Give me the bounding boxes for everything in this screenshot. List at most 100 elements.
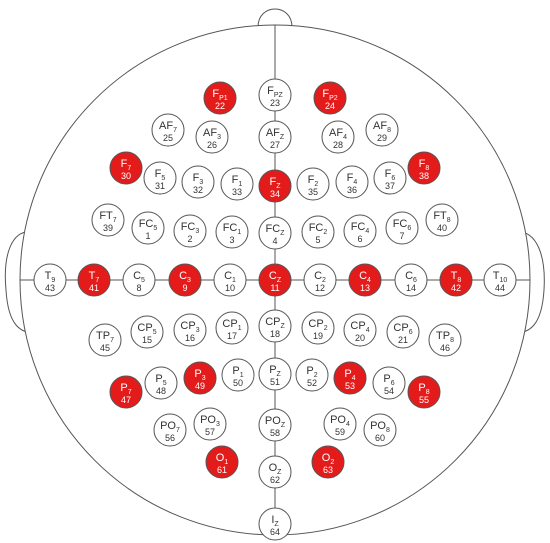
electrode-name: F xyxy=(121,158,128,170)
electrode-number: 58 xyxy=(270,428,280,438)
electrode-circle xyxy=(258,216,292,250)
electrode-subscript: 8 xyxy=(447,217,451,224)
electrode-subscript: PZ xyxy=(274,92,284,99)
electrode-subscript: 9 xyxy=(51,277,55,284)
electrode-name: C xyxy=(405,270,413,282)
electrode-name: PO xyxy=(160,420,176,432)
electrode-number: 47 xyxy=(121,395,131,405)
electrode-label: P1 xyxy=(232,365,243,379)
electrode-label: C1 xyxy=(224,270,236,284)
electrode-label: AF8 xyxy=(373,120,391,134)
electrode-subscript: Z xyxy=(276,183,281,190)
electrode-subscript: 2 xyxy=(314,181,318,188)
electrode-name: P xyxy=(194,368,201,380)
electrode-circle xyxy=(313,81,347,115)
electrode-label: PO8 xyxy=(370,420,390,434)
electrode-number: 15 xyxy=(142,335,152,345)
electrode-number: 3 xyxy=(229,235,234,245)
electrode-name: FC xyxy=(181,221,196,233)
electrode-label: F8 xyxy=(419,158,430,172)
electrode-label: T10 xyxy=(493,270,508,284)
electrode-label: CP3 xyxy=(180,320,199,334)
electrode-number: 56 xyxy=(165,433,175,443)
electrode-subscript: 6 xyxy=(409,329,413,336)
electrode-name: F xyxy=(193,172,200,184)
electrode-label: CPZ xyxy=(265,316,285,330)
electrode-number: 60 xyxy=(375,433,385,443)
nose-outline xyxy=(257,8,293,28)
electrode-circle xyxy=(258,408,292,442)
electrode-number: 62 xyxy=(270,475,280,485)
electrode-circle xyxy=(258,507,292,541)
electrode-label: T8 xyxy=(451,270,462,284)
electrode-number: 19 xyxy=(313,331,323,341)
electrode-number: 22 xyxy=(215,101,225,111)
electrode-label: F3 xyxy=(193,172,204,186)
electrode-circle xyxy=(301,215,335,249)
electrode-number: 17 xyxy=(227,331,237,341)
electrode-subscript: 2 xyxy=(314,372,318,379)
electrode-number: 33 xyxy=(232,187,242,197)
electrode-number: 16 xyxy=(185,333,195,343)
electrode-subscript: 6 xyxy=(413,277,417,284)
electrode-name: C xyxy=(179,270,187,282)
electrode-circle xyxy=(365,113,399,147)
electrode-subscript: Z xyxy=(281,422,286,429)
electrode-number: 14 xyxy=(406,283,416,293)
electrode-name: C xyxy=(314,270,322,282)
electrode-number: 10 xyxy=(225,283,235,293)
electrode-subscript: 8 xyxy=(457,277,461,284)
electrode-circle xyxy=(258,263,292,297)
electrode-name: F xyxy=(267,85,274,97)
electrode-circle xyxy=(203,81,237,115)
electrode-circle xyxy=(144,366,178,400)
electrode-name: P xyxy=(120,382,127,394)
electrode-number: 57 xyxy=(205,427,215,437)
electrode-name: FC xyxy=(223,222,238,234)
electrode-circle xyxy=(386,315,420,349)
electrode-number: 45 xyxy=(100,343,110,353)
electrode-subscript: 2 xyxy=(322,277,326,284)
electrode-circle xyxy=(295,358,329,392)
electrode-number: 21 xyxy=(398,335,408,345)
electrode-subscript: 10 xyxy=(499,277,507,284)
electrode-label: F1 xyxy=(232,174,243,188)
electrode-name: PO xyxy=(265,415,281,427)
electrode-label: C6 xyxy=(405,270,417,284)
electrode-name: F xyxy=(419,158,426,170)
electrode-name: C xyxy=(224,270,232,282)
electrode-circle xyxy=(258,120,292,154)
electrode-name: FC xyxy=(309,222,324,234)
electrode-number: 59 xyxy=(335,427,345,437)
electrode-subscript: Z xyxy=(274,521,279,528)
electrode-name: T xyxy=(451,270,458,282)
electrode-circle xyxy=(88,323,122,357)
electrode-circle xyxy=(173,214,207,248)
electrode-number: 11 xyxy=(270,283,279,293)
electrode-subscript: Z xyxy=(277,371,282,378)
electrode-number: 32 xyxy=(193,185,203,195)
electrode-subscript: 4 xyxy=(367,277,371,284)
